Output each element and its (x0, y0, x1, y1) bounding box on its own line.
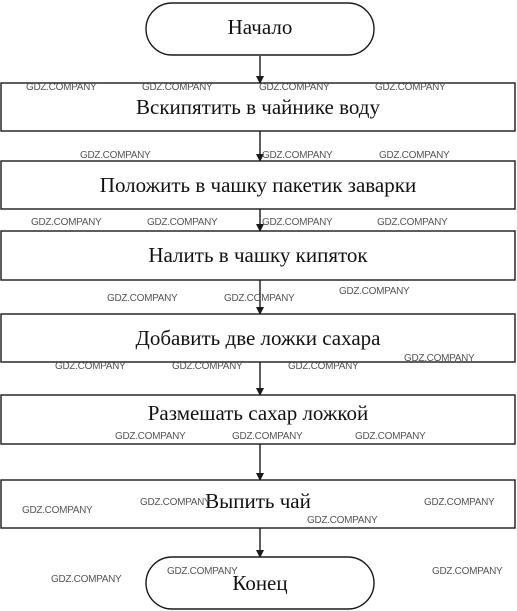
watermark-text: GDZ.COMPANY (259, 82, 330, 93)
watermark-text: GDZ.COMPANY (107, 293, 178, 304)
watermark-text: GDZ.COMPANY (26, 82, 97, 93)
watermark-text: GDZ.COMPANY (147, 217, 218, 228)
step-label: Добавить две ложки сахара (136, 326, 382, 350)
process-step: Размешать сахар ложкой (0, 394, 516, 445)
watermark-text: GDZ.COMPANY (31, 217, 102, 228)
start-label: Начало (228, 15, 293, 39)
start-node: Начало (145, 2, 375, 56)
step-label: Вскипятить в чайнике воду (136, 95, 380, 119)
end-node: Конец (145, 556, 375, 610)
watermark-text: GDZ.COMPANY (22, 505, 93, 516)
watermark-text: GDZ.COMPANY (142, 82, 213, 93)
watermark-text: GDZ.COMPANY (424, 497, 495, 508)
watermark-text: GDZ.COMPANY (232, 431, 303, 442)
watermark-text: GDZ.COMPANY (115, 431, 186, 442)
watermark-text: GDZ.COMPANY (140, 497, 211, 508)
watermark-text: GDZ.COMPANY (51, 574, 122, 585)
process-step: Добавить две ложки сахара (0, 313, 516, 363)
step-label: Налить в чашку кипяток (148, 243, 368, 267)
watermark-text: GDZ.COMPANY (167, 566, 238, 577)
watermark-layer: GDZ.COMPANY GDZ.COMPANY GDZ.COMPANY GDZ.… (22, 82, 503, 585)
watermark-text: GDZ.COMPANY (262, 150, 333, 161)
watermark-text: GDZ.COMPANY (262, 217, 333, 228)
step-label: Положить в чашку пакетик заварки (100, 173, 416, 197)
watermark-text: GDZ.COMPANY (375, 82, 446, 93)
watermark-text: GDZ.COMPANY (172, 361, 243, 372)
watermark-text: GDZ.COMPANY (377, 217, 448, 228)
end-label: Конец (232, 571, 287, 595)
step-label: Размешать сахар ложкой (148, 401, 369, 425)
step-label: Выпить чай (205, 489, 311, 513)
watermark-text: GDZ.COMPANY (307, 515, 378, 526)
watermark-text: GDZ.COMPANY (224, 293, 295, 304)
process-step: Положить в чашку пакетик заварки (0, 160, 516, 210)
watermark-text: GDZ.COMPANY (288, 361, 359, 372)
watermark-text: GDZ.COMPANY (55, 361, 126, 372)
watermark-text: GDZ.COMPANY (339, 286, 410, 297)
process-step: Вскипятить в чайнике воду (0, 82, 516, 132)
watermark-text: GDZ.COMPANY (379, 150, 450, 161)
process-step: Выпить чай (0, 479, 516, 529)
watermark-text: GDZ.COMPANY (355, 431, 426, 442)
process-step: Налить в чашку кипяток (0, 230, 516, 281)
watermark-text: GDZ.COMPANY (404, 353, 475, 364)
watermark-text: GDZ.COMPANY (432, 566, 503, 577)
watermark-text: GDZ.COMPANY (80, 150, 151, 161)
